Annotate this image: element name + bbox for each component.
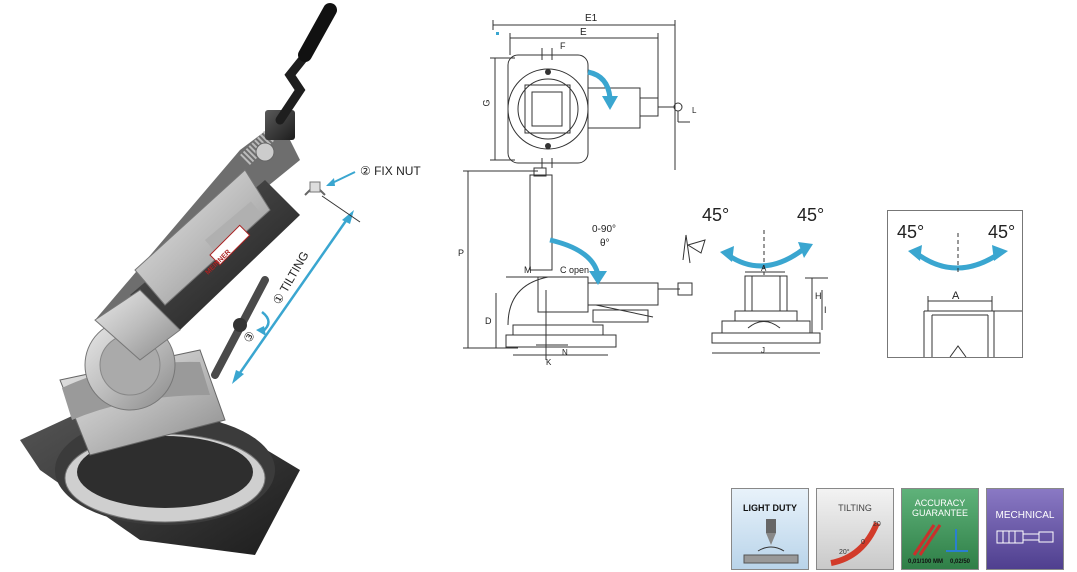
drill-icon	[743, 519, 799, 564]
dim-n: N	[562, 348, 568, 357]
accuracy-spec-right: 0,02/50	[950, 559, 971, 565]
product-illustration: MEINNER	[20, 3, 361, 555]
tilt-range: 0-90°	[592, 224, 617, 235]
accuracy-spec-left: 0,01/100 MM	[908, 559, 944, 565]
badge-mechnical-label: MECHNICAL	[995, 510, 1055, 521]
mechanism-icon	[996, 530, 1054, 544]
dim-l: L	[692, 106, 697, 115]
fix-nut-label: ② FIX NUT	[360, 164, 421, 178]
detail-angle-right: 45°	[988, 222, 1016, 242]
side-view-drawing	[463, 167, 706, 360]
badge-tilting-label: TILTING	[838, 503, 872, 513]
front-angle-right: 45°	[797, 205, 825, 225]
front-dim-i: I	[824, 305, 827, 315]
top-view-drawing	[490, 20, 690, 170]
detail-angle-left: 45°	[897, 222, 925, 242]
dim-p: P	[458, 248, 465, 258]
dim-d: D	[485, 316, 492, 326]
dim-k: K	[546, 358, 552, 367]
tilt-scale-icon	[830, 521, 880, 566]
badge-tilting: TILTING 20° 0 20	[816, 488, 894, 570]
detail-box	[887, 210, 1024, 358]
tilt-scale-mid: 0	[861, 539, 865, 546]
vise-handle	[240, 3, 337, 165]
dim-e: E	[580, 27, 587, 38]
tilting-arrow	[232, 195, 361, 384]
badge-accuracy-line2: GUARANTEE	[911, 508, 968, 518]
badge-mechnical: MECHNICAL	[986, 488, 1064, 570]
detail-dim-a: A	[952, 290, 960, 302]
tilt-scale-right: 20	[873, 521, 881, 528]
vise-body: MEINNER	[94, 120, 300, 361]
badge-accuracy: ACCURACY GUARANTEE 0,01/100 MM 0,02/50	[901, 488, 979, 570]
accuracy-icon	[912, 524, 968, 556]
tilt-scale-left: 20°	[839, 549, 850, 556]
front-view-drawing	[711, 230, 828, 354]
dim-g: G	[481, 99, 492, 107]
front-angle-left: 45°	[702, 205, 730, 225]
front-dim-a: A	[761, 264, 767, 273]
badge-light-duty-label: LIGHT DUTY	[743, 503, 797, 513]
dim-f: F	[560, 41, 566, 51]
dim-c-open: C open	[560, 265, 590, 275]
badge-accuracy-line1: ACCURACY	[914, 498, 966, 508]
detail-drawing	[908, 233, 1024, 358]
badge-light-duty: LIGHT DUTY	[731, 488, 809, 570]
front-dim-j: J	[761, 346, 765, 355]
tilt-theta: θ°	[600, 238, 610, 249]
dim-e1: E1	[585, 13, 598, 24]
front-dim-h: H	[815, 291, 822, 301]
fix-nut-callout	[304, 171, 356, 196]
dim-m: M	[524, 265, 532, 275]
